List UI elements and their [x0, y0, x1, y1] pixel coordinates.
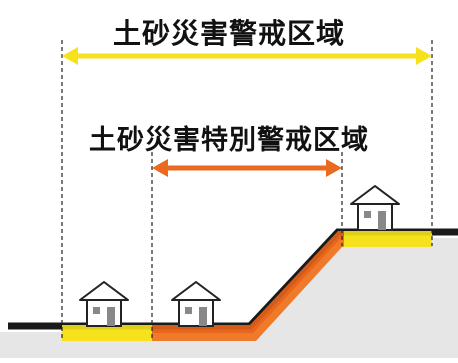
house-icon [350, 185, 400, 231]
warning-area-arrow [62, 47, 432, 65]
house-icon [171, 281, 221, 327]
ground-fill [0, 238, 458, 358]
warning-area-label: 土砂災害警戒区域 [112, 17, 345, 50]
house-icon [79, 281, 129, 327]
special-warning-area-label: 土砂災害特別警戒区域 [89, 125, 369, 156]
warning-zone-strip-right [344, 231, 432, 239]
special-warning-area-arrow [152, 159, 342, 177]
warning-zone-strip-left [62, 325, 152, 333]
